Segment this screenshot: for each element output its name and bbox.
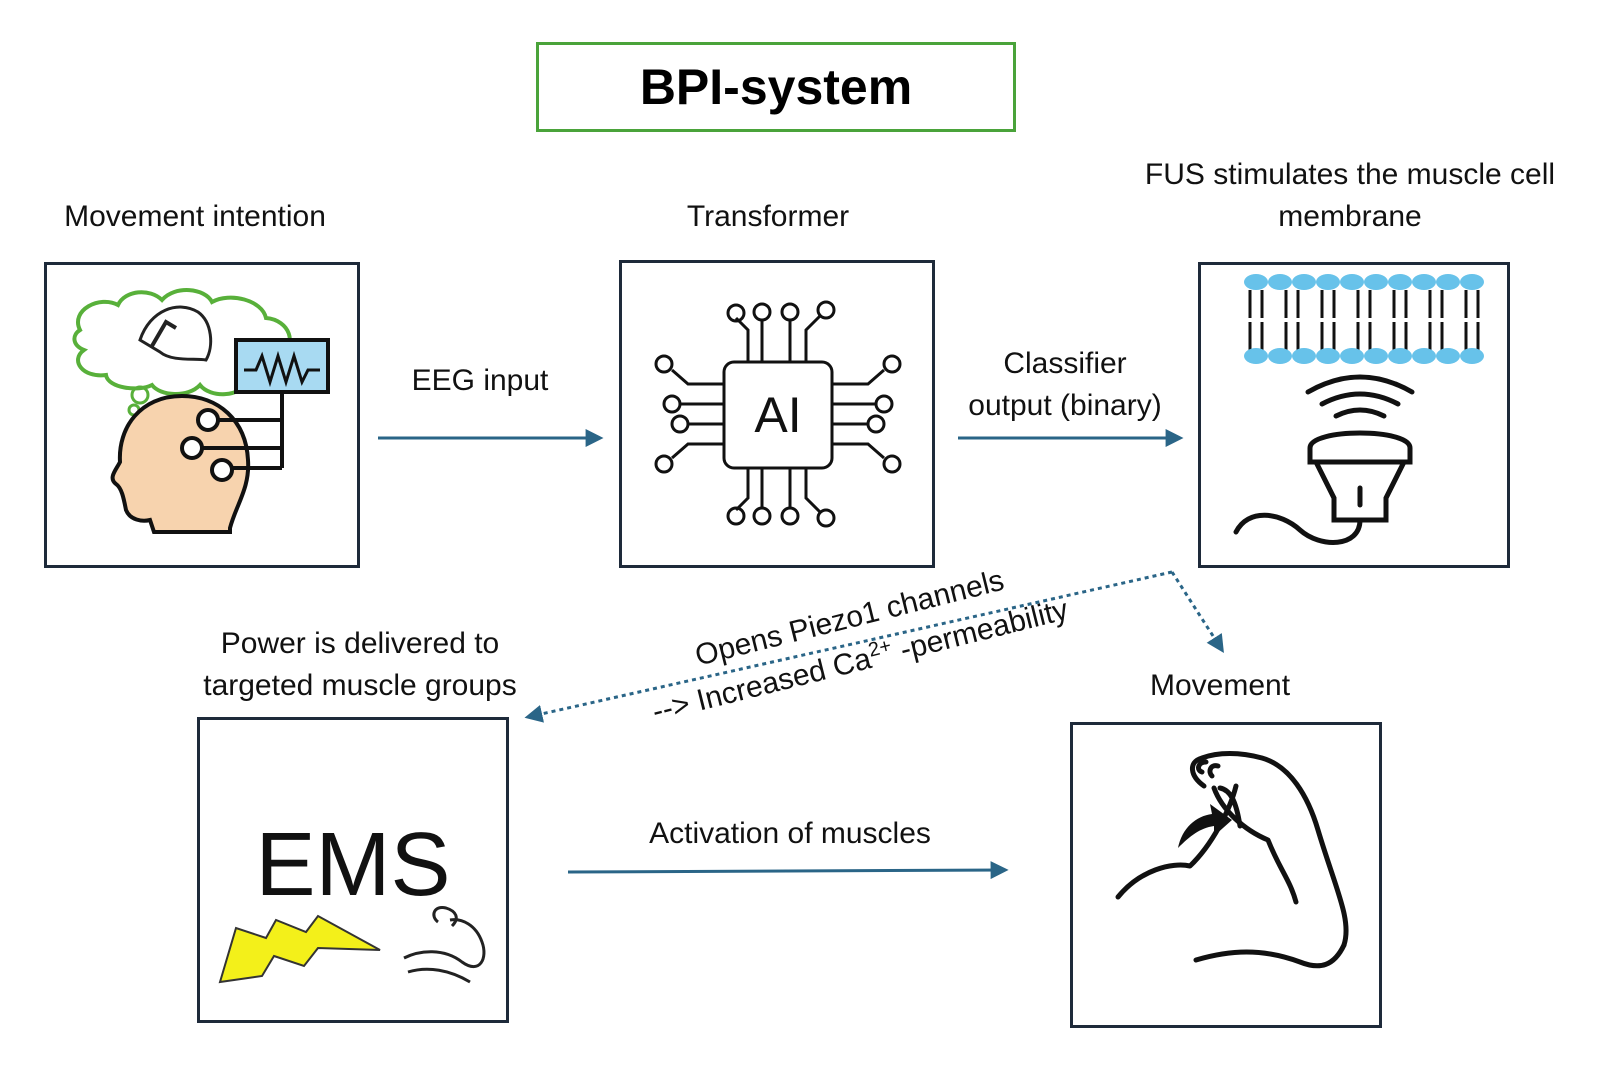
ems-text: EMS xyxy=(255,815,451,915)
label-power-line2: targeted muscle groups xyxy=(203,669,517,702)
membrane-ultrasound-icon xyxy=(1233,274,1484,545)
edge-label-classifier-line2: output (binary) xyxy=(968,389,1162,422)
title-box: BPI-system xyxy=(536,42,1016,132)
arrow-piezo-dotted xyxy=(524,570,1173,723)
edge-label-activation: Activation of muscles xyxy=(649,817,931,850)
label-fus-line1: FUS stimulates the muscle cell xyxy=(1144,158,1556,191)
label-power-line1: Power is delivered to xyxy=(220,627,500,660)
label-movement-intention: Movement intention xyxy=(64,200,326,233)
label-fus-line2: membrane xyxy=(1278,200,1422,233)
ai-chip-label: AI xyxy=(754,387,801,443)
brain-thought-icon xyxy=(72,288,330,534)
arrow-movement-dotted xyxy=(1170,571,1224,654)
edge-label-eeg-input: EEG input xyxy=(411,364,549,397)
arrow-activation xyxy=(567,861,1009,880)
diagram-title: BPI-system xyxy=(639,59,913,115)
curved-arrow-icon xyxy=(1178,804,1232,848)
edge-label-classifier-line1: Classifier xyxy=(1003,347,1127,380)
label-movement: Movement xyxy=(1149,669,1291,702)
small-arm-icon xyxy=(403,906,486,984)
label-transformer: Transformer xyxy=(686,200,850,233)
lightning-icon xyxy=(218,914,381,984)
flexed-arm-icon xyxy=(1115,751,1349,969)
ai-chip-icon xyxy=(654,300,902,528)
